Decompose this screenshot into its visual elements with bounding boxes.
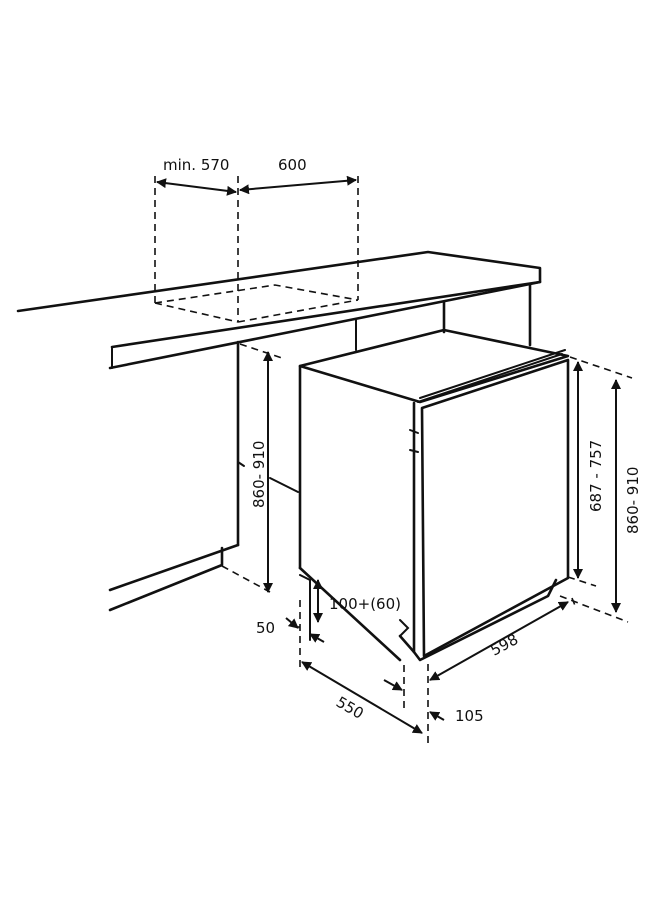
label-plinth-height: 100+(60) [329,595,401,613]
label-door-gap: 105 [455,707,484,725]
dishwasher-appliance [298,328,570,662]
countertop [16,250,542,370]
label-appliance-height: 687 - 757 [587,440,605,512]
label-width: 600 [278,156,307,174]
label-total-height: 860- 910 [624,467,642,534]
left-cabinet [108,340,299,612]
dimension-arrows [156,175,621,734]
dimension-labels: min. 570 600 860- 910 100+(60) 50 550 59… [163,156,642,725]
label-niche-height: 860- 910 [250,441,268,508]
label-plinth-depth: 50 [256,619,275,637]
label-appliance-width: 598 [487,630,521,659]
niche-outline [154,176,633,745]
label-min-width: min. 570 [163,156,229,174]
